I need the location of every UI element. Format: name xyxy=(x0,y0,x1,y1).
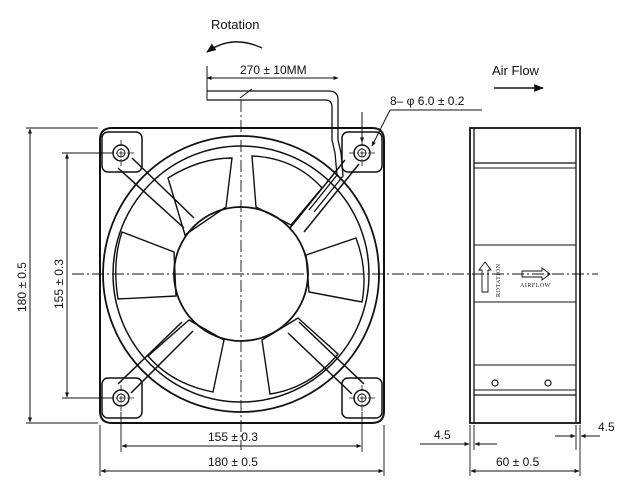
flange-left-label: 4.5 xyxy=(434,428,451,442)
hole-centerlines xyxy=(108,140,375,411)
side-airflow-arrow-icon: AIRFLOW xyxy=(520,267,551,289)
hole-pitch-vertical-label: 155 ± 0.3 xyxy=(52,259,66,309)
side-rivet-left xyxy=(491,379,499,387)
strut-bottom-left xyxy=(117,321,194,394)
strut-bottom-right xyxy=(287,321,365,395)
blade xyxy=(115,231,177,300)
lead-length-dimension: 270 ± 10MM xyxy=(206,63,339,100)
flange-right-label: 4.5 xyxy=(598,420,615,434)
strut-top-left xyxy=(117,157,195,229)
impeller-blades xyxy=(115,155,365,395)
blade xyxy=(167,157,233,237)
frame-struts xyxy=(117,157,365,395)
airflow-indicator: Air Flow xyxy=(492,63,544,92)
hole-pitch-horizontal-dimension: 155 ± 0.3 xyxy=(120,412,363,452)
hole-spec-callout: 8– φ 6.0 ± 0.2 xyxy=(360,94,482,147)
rotation-indicator: Rotation xyxy=(206,17,263,53)
outer-width-label: 180 ± 0.5 xyxy=(208,455,258,469)
side-depth-label: 60 ± 0.5 xyxy=(496,455,540,469)
hole-pitch-vertical-dimension: 155 ± 0.3 xyxy=(52,152,112,399)
side-view: ROTATION AIRFLOW 60 ± 0.5 4.5 4.5 xyxy=(420,127,615,476)
hole-pitch-horizontal-label: 155 ± 0.3 xyxy=(208,430,258,444)
blade xyxy=(147,319,225,393)
side-rotation-text: ROTATION xyxy=(496,263,502,297)
cable-strut xyxy=(289,159,360,233)
outer-width-dimension: 180 ± 0.5 xyxy=(99,425,385,476)
outer-height-dimension: 180 ± 0.5 xyxy=(15,127,98,424)
rotation-arrow-icon xyxy=(206,41,263,53)
rotation-label: Rotation xyxy=(211,17,259,32)
outer-height-label: 180 ± 0.5 xyxy=(15,262,29,312)
side-rotation-arrow-icon: ROTATION xyxy=(478,261,502,297)
side-airflow-text: AIRFLOW xyxy=(520,283,551,289)
mount-hole-top-left xyxy=(101,131,143,173)
lead-length-label: 270 ± 10MM xyxy=(240,63,307,77)
airflow-label: Air Flow xyxy=(492,63,540,78)
frame-outline xyxy=(99,127,385,424)
hole-spec-label: 8– φ 6.0 ± 0.2 xyxy=(390,94,465,108)
front-view xyxy=(72,88,598,450)
centerlines xyxy=(72,100,598,450)
side-body xyxy=(469,127,581,424)
lead-wires xyxy=(207,88,344,213)
side-rivet-right xyxy=(544,379,552,387)
blade xyxy=(305,237,365,303)
